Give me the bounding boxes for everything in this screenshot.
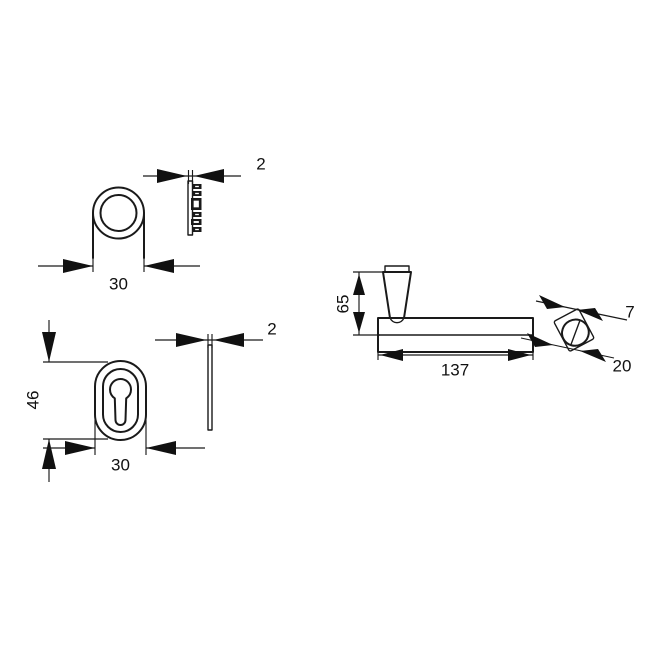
euro-cylinder-keyhole	[109, 378, 132, 426]
escutcheon-width-label: 30	[111, 455, 130, 474]
lever-neck-base-curve	[389, 317, 405, 324]
escutcheon-wd-arrow-right	[146, 441, 176, 455]
rosette-arrow-right	[144, 259, 174, 273]
escutcheon-thickness-label: 2	[267, 319, 276, 338]
view-oval-escutcheon-front	[94, 360, 147, 441]
rosette-diameter-label: 30	[109, 274, 128, 293]
rosette-thk-arrow-right	[194, 169, 224, 183]
dimension-section-width: 20	[520, 333, 632, 375]
detail-mark-6-inner	[193, 227, 201, 232]
dimension-escutcheon-width: 30	[43, 420, 205, 474]
lever-neck	[382, 271, 412, 319]
section-thickness-label: 7	[625, 302, 634, 321]
escutcheon-inner-oval	[102, 368, 139, 433]
detail-mark-3-inner	[192, 199, 201, 209]
rosette-thk-arrow-left	[157, 169, 187, 183]
escutcheon-ht-arrow-top	[42, 332, 56, 362]
rosette-thickness-label: 2	[256, 154, 265, 173]
section-wd-arrow-left	[527, 333, 553, 347]
view-round-rosette-side	[187, 180, 202, 236]
section-thk-arrow-right	[577, 308, 603, 321]
rosette-inner-circle	[99, 194, 138, 232]
escutcheon-wd-arrow-left	[65, 441, 95, 455]
escutcheon-outer-oval	[94, 360, 147, 441]
cross-section-bar-profile	[561, 318, 590, 347]
dimension-rosette-diameter: 30	[38, 239, 200, 293]
escutcheon-height-label: 46	[23, 391, 42, 410]
view-round-rosette-front	[92, 186, 145, 259]
lever-length-label: 137	[441, 360, 469, 379]
dimension-escutcheon-height: 46	[23, 320, 108, 482]
rosette-outer-circle	[92, 186, 145, 240]
detail-mark-1-inner	[193, 184, 201, 189]
neck-height-label: 65	[333, 295, 352, 314]
view-lever-handle-side	[377, 265, 534, 353]
detail-mark-5-inner	[192, 219, 201, 225]
lever-len-arrow-left	[380, 349, 403, 361]
detail-mark-4-inner	[193, 212, 201, 217]
detail-mark-2-inner	[193, 191, 201, 196]
view-lever-cross-section	[553, 308, 595, 352]
section-wd-arrow-right	[580, 349, 606, 362]
lever-len-arrow-right	[508, 349, 531, 361]
section-thk-arrow-left	[539, 295, 565, 309]
dimension-rosette-thickness: 2	[143, 154, 266, 184]
dimension-section-thickness: 7	[535, 295, 635, 321]
dimension-escutcheon-thickness: 2	[155, 319, 277, 348]
dimension-lever-length: 137	[377, 318, 534, 379]
neck-ht-arrow-bottom	[353, 312, 365, 333]
escutcheon-thk-arrow-left	[176, 333, 207, 347]
view-oval-escutcheon-side	[207, 344, 213, 431]
section-width-label: 20	[613, 356, 632, 375]
neck-ht-arrow-top	[353, 274, 365, 295]
escutcheon-ht-arrow-bottom	[42, 439, 56, 469]
escutcheon-side-plate	[207, 344, 213, 431]
cross-section-parting-line	[570, 320, 581, 345]
rosette-side-detail-marks	[191, 184, 202, 232]
rosette-arrow-left	[63, 259, 93, 273]
dimension-neck-height: 65	[333, 271, 390, 336]
escutcheon-thk-arrow-right	[213, 333, 244, 347]
